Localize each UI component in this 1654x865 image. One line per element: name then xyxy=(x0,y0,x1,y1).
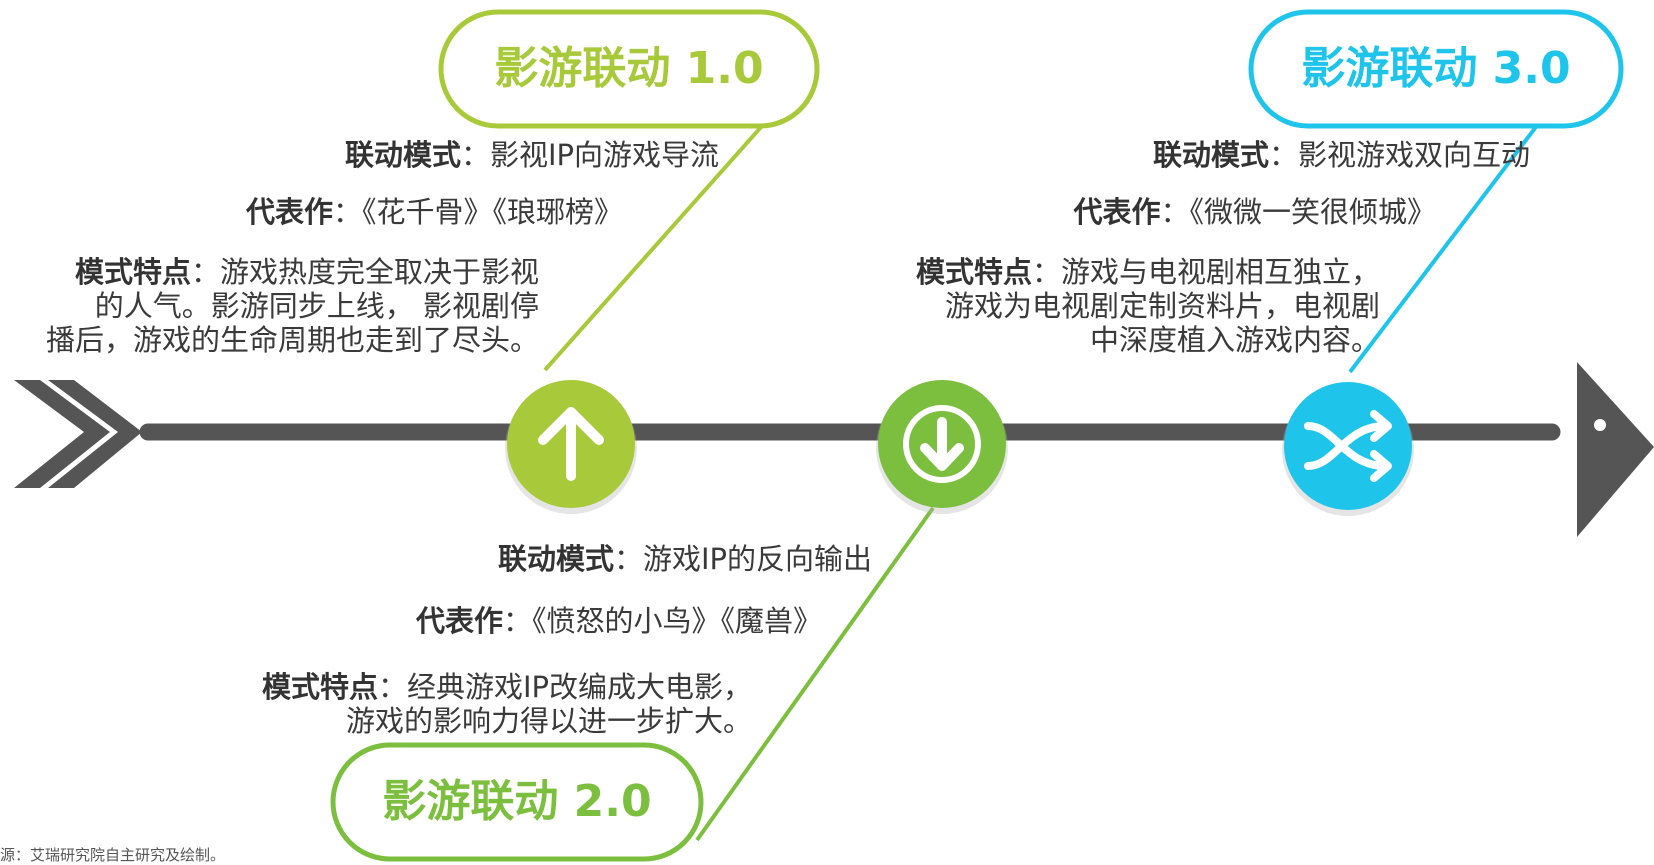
stage-3-title: 影游联动 3.0 xyxy=(1301,43,1571,94)
stage-1-works: 代表作：《花千骨》《琅琊榜》 xyxy=(245,195,623,229)
stage-2-works: 代表作：《愤怒的小鸟》《魔兽》 xyxy=(415,604,822,638)
stage-2-mode: 联动模式：游戏IP的反向输出 xyxy=(497,542,872,576)
arrow-down-icon xyxy=(903,405,981,483)
stage-1-feature: 模式特点：游戏热度完全取决于影视 的人气。影游同步上线， 影视剧停 播后，游戏的… xyxy=(45,255,539,357)
stage-2-node xyxy=(876,380,1008,514)
connector-3 xyxy=(1348,113,1547,374)
stage-2-title: 影游联动 2.0 xyxy=(382,776,652,827)
stage-3-node xyxy=(1282,382,1414,516)
stage-1-title: 影游联动 1.0 xyxy=(494,43,764,94)
stage-1-node xyxy=(505,380,637,514)
stage-3-mode: 联动模式：影视游戏双向互动 xyxy=(1152,138,1530,172)
stage-3-feature: 模式特点：游戏与电视剧相互独立， 游戏为电视剧定制资料片，电视剧 中深度植入游戏… xyxy=(915,255,1380,357)
arrow-up-icon xyxy=(538,407,604,481)
connector-1 xyxy=(543,124,764,372)
stage-1-pill xyxy=(438,9,820,129)
source-note: 源：艾瑞研究院自主研究及绘制。 xyxy=(0,846,226,864)
double-chevron-icon xyxy=(14,380,142,488)
shuffle-icon xyxy=(1304,410,1392,482)
connector-2 xyxy=(695,506,935,842)
stage-3-pill xyxy=(1248,9,1624,129)
stage-1-mode: 联动模式：影视IP向游戏导流 xyxy=(344,138,719,172)
arrow-head-icon xyxy=(1577,362,1654,537)
stage-2-feature: 模式特点：经典游戏IP改编成大电影， 游戏的影响力得以进一步扩大。 xyxy=(261,670,752,738)
stage-2-pill xyxy=(330,742,704,862)
stage-3-works: 代表作：《微微一笑很倾城》 xyxy=(1073,195,1436,229)
